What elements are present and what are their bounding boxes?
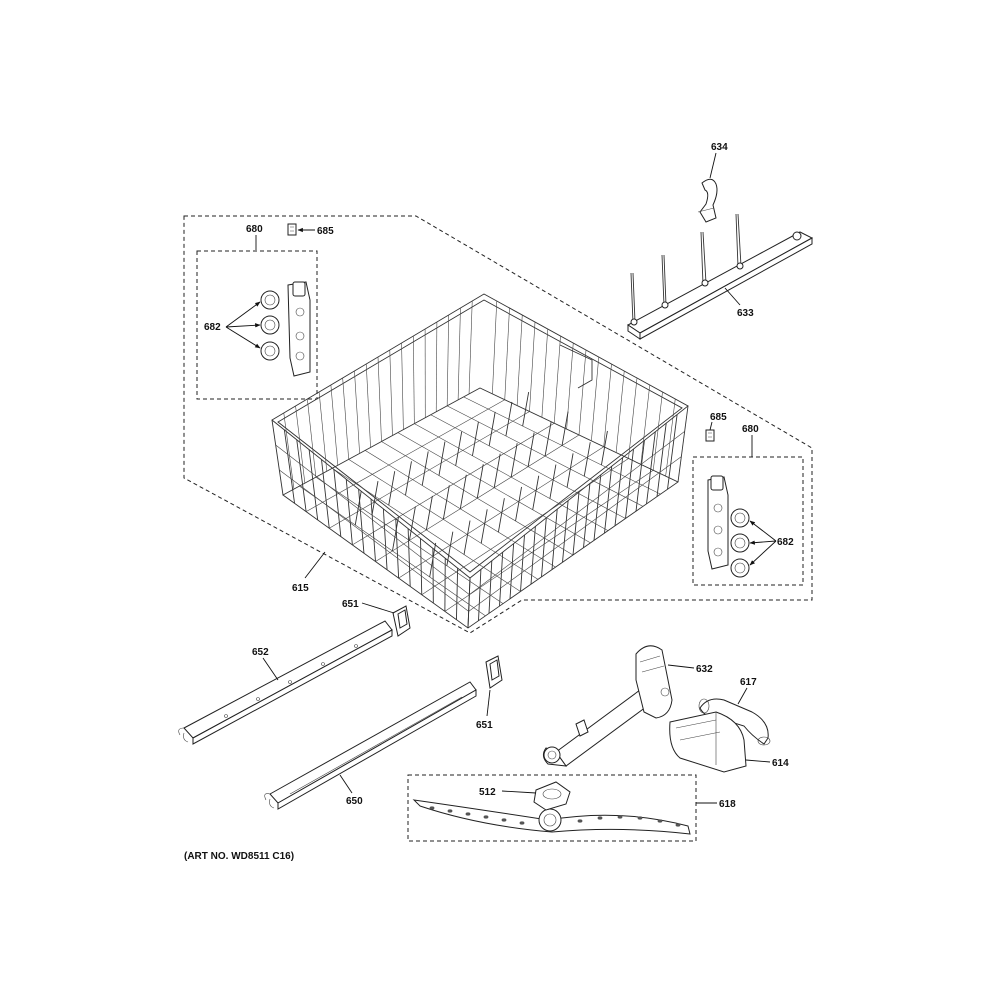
part-634-clip [697, 178, 718, 223]
callout-614: 614 [772, 758, 789, 769]
callout-650: 650 [346, 796, 363, 807]
part-682-right-rollers [730, 508, 750, 578]
callout-651-bottom: 651 [476, 720, 493, 731]
callout-617: 617 [740, 677, 757, 688]
part-633-tine-bar [627, 213, 814, 340]
callout-615: 615 [292, 583, 309, 594]
part-685-right-clip [705, 429, 715, 442]
callout-512: 512 [479, 787, 496, 798]
callout-632: 632 [696, 664, 713, 675]
part-685-left-clip [287, 223, 297, 236]
callout-680-right: 680 [742, 424, 759, 435]
callout-652: 652 [252, 647, 269, 658]
callout-682-left: 682 [204, 322, 221, 333]
part-682-left-rollers [260, 290, 280, 361]
art-number: (ART NO. WD8511 C16) [184, 851, 294, 862]
rack-assembly-outline [183, 215, 813, 634]
callout-685-right: 685 [710, 412, 727, 423]
callout-682-right: 682 [777, 537, 794, 548]
part-651-top-stop [392, 605, 411, 637]
callout-634: 634 [711, 142, 728, 153]
callout-680-left: 680 [246, 224, 263, 235]
part-680-left-bracket [287, 281, 311, 377]
part-650-rail [264, 681, 477, 810]
roller-clip-box-left [196, 250, 318, 400]
callout-618: 618 [719, 799, 736, 810]
callout-651-top: 651 [342, 599, 359, 610]
spray-arm-box [407, 774, 697, 842]
part-618-spray-arm [412, 799, 691, 835]
callout-685-left: 685 [317, 226, 334, 237]
part-632-manifold [542, 645, 673, 767]
callout-633: 633 [737, 308, 754, 319]
part-680-right-bracket [707, 475, 729, 570]
part-651-bottom-stop [485, 655, 503, 689]
part-652-rail [178, 620, 393, 745]
part-615-upper-rack [271, 293, 689, 629]
part-614-housing [669, 711, 747, 773]
part-512-hub [533, 781, 571, 811]
